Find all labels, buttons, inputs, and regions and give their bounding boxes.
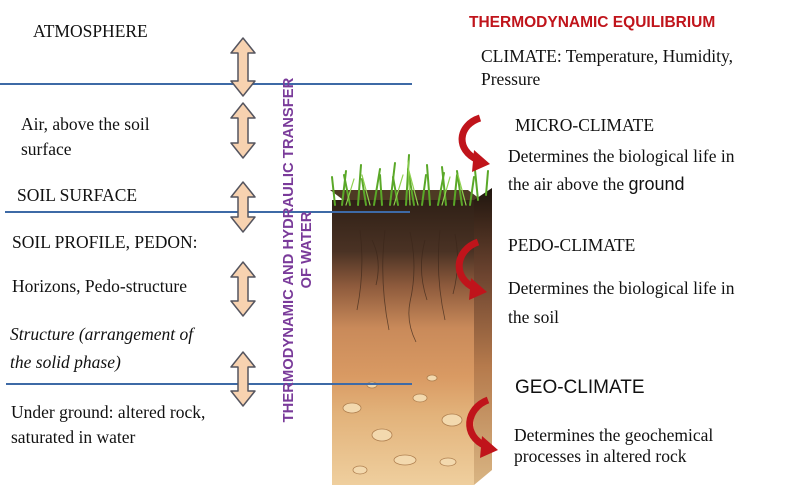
vertical-title-line2: OF WATER [299, 211, 315, 289]
climate-label-line2: Pressure [481, 69, 541, 89]
micro-climate-desc-line2: the air above the ground [508, 174, 685, 194]
geo-climate-curved-arrow-icon [466, 396, 490, 450]
structure-label-line2: the solid phase) [10, 352, 121, 372]
boundary-lines [0, 83, 412, 385]
air-transfer-arrow-icon [230, 102, 256, 159]
geo-climate-desc-line1: Determines the geochemical [514, 425, 714, 445]
underground-label-line2: saturated in water [11, 427, 136, 447]
horizons-label: Horizons, Pedo-structure [12, 276, 187, 296]
climate-label-line1: CLIMATE: Temperature, Humidity, [481, 46, 733, 66]
air-label-line2: surface [21, 139, 72, 159]
soil-profile-label: SOIL PROFILE, PEDON: [12, 232, 198, 252]
surface-transfer-arrow-icon [230, 181, 256, 233]
soil-profile-block [330, 154, 492, 485]
geo-climate-label: GEO-CLIMATE [515, 377, 645, 398]
atmosphere-transfer-arrow-icon [230, 37, 256, 97]
vertical-transfer-title: THERMODYNAMIC AND HYDRAULIC TRANSFER OF … [280, 30, 324, 470]
micro-climate-desc-line1: Determines the biological life in [508, 146, 735, 166]
underground-label-line1: Under ground: altered rock, [11, 402, 206, 422]
pedo-climate-curved-arrow-icon [455, 238, 480, 292]
pedo-climate-desc-line1: Determines the biological life in [508, 278, 735, 298]
thermodynamic-equilibrium-label: THERMODYNAMIC EQUILIBRIUM [469, 14, 716, 31]
air-label-line1: Air, above the soil [21, 114, 150, 134]
underground-transfer-arrow-icon [230, 351, 256, 407]
soil-surface-label: SOIL SURFACE [17, 185, 138, 205]
pedo-climate-desc-line2: the soil [508, 307, 560, 327]
pedo-climate-label: PEDO-CLIMATE [508, 235, 636, 255]
vertical-title-line1: THERMODYNAMIC AND HYDRAULIC TRANSFER [281, 77, 297, 423]
geo-climate-desc-line2: processes in altered rock [514, 446, 687, 466]
atmosphere-label: ATMOSPHERE [33, 21, 148, 41]
structure-label-line1: Structure (arrangement of [10, 324, 194, 344]
micro-climate-curved-arrow-icon [458, 114, 482, 164]
curved-arrows [455, 114, 490, 450]
micro-climate-label: MICRO-CLIMATE [515, 115, 655, 135]
horizons-transfer-arrow-icon [230, 261, 256, 317]
